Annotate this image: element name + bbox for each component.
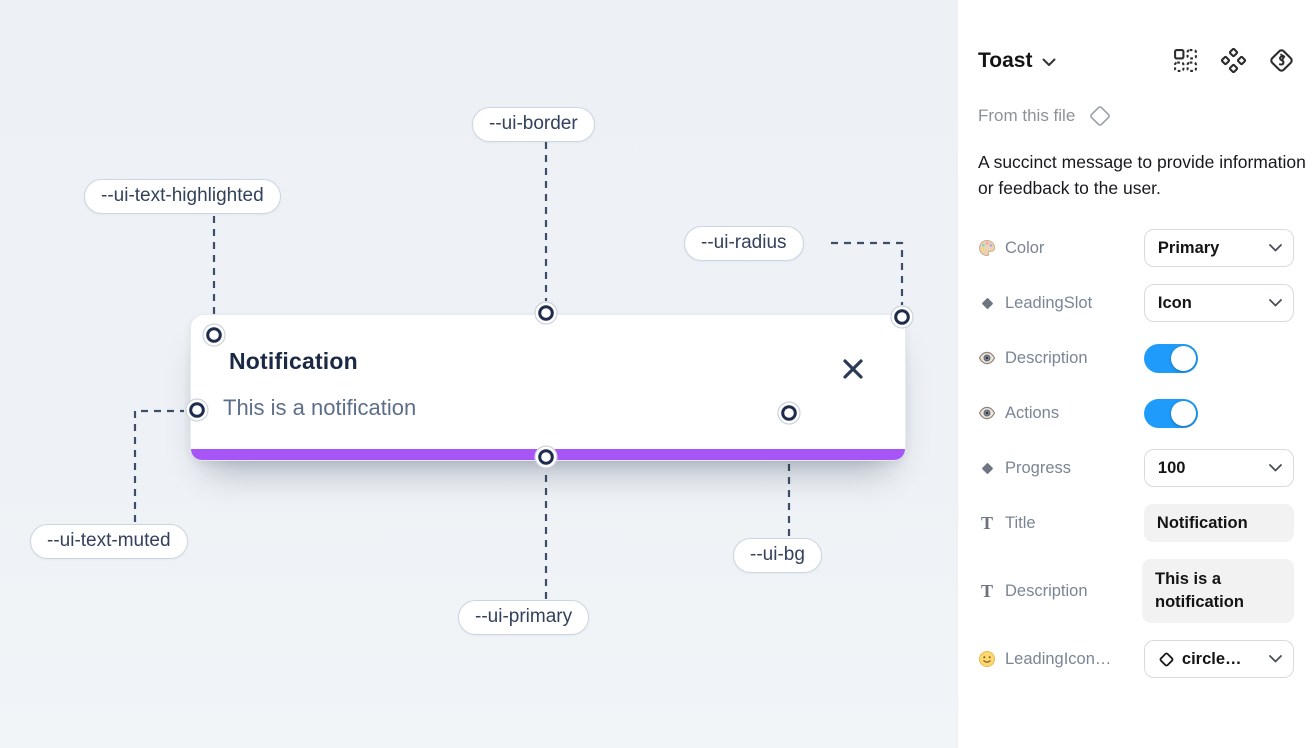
prop-label-progress: Progress — [1005, 458, 1072, 477]
component-name[interactable]: Toast — [978, 48, 1033, 72]
toast-description: This is a notification — [223, 395, 417, 420]
progress-select[interactable]: 100 — [1143, 449, 1294, 487]
prop-row-title: T Title Notification — [978, 504, 1294, 542]
eye-icon — [978, 404, 996, 422]
description-toggle[interactable] — [1143, 343, 1198, 373]
prop-label-leadingslot: LeadingSlot — [1005, 293, 1093, 312]
prop-row-description-text: T Description This is a notification — [978, 559, 1294, 623]
prop-label-description-text: Description — [1005, 581, 1088, 600]
token-pill-ui-radius[interactable]: --ui-radius — [684, 226, 804, 261]
prop-row-description-toggle: Description — [978, 339, 1294, 377]
connector-text-muted — [133, 409, 184, 522]
toast-component[interactable]: Notification This is a notification — [190, 314, 906, 461]
component-description: A succinct message to provide informatio… — [978, 152, 1306, 198]
storybook-icon[interactable] — [1269, 48, 1294, 73]
prop-row-progress: Progress 100 — [978, 449, 1294, 487]
toast-progress-bar — [191, 449, 905, 460]
component-icon[interactable] — [1221, 48, 1246, 73]
token-pill-ui-border[interactable]: --ui-border — [472, 107, 595, 142]
prop-row-leadingslot: LeadingSlot Icon — [978, 284, 1294, 322]
text-icon: T — [980, 513, 993, 533]
smiley-icon — [978, 650, 996, 668]
chevron-down-icon — [1269, 299, 1282, 307]
prop-label-leadingicon: LeadingIcon… — [1005, 649, 1112, 668]
instance-grid-icon[interactable] — [1173, 48, 1198, 73]
diamond-icon — [978, 459, 996, 477]
source-row: From this file — [978, 103, 1294, 129]
leadingicon-select-value: circle… — [1181, 649, 1242, 668]
chevron-down-icon[interactable] — [1042, 58, 1056, 67]
token-pill-ui-text-highlighted[interactable]: --ui-text-highlighted — [84, 179, 281, 214]
title-input[interactable]: Notification — [1143, 504, 1294, 542]
diamond-outline-icon — [1159, 652, 1174, 666]
prop-label-color: Color — [1005, 238, 1045, 257]
chevron-down-icon — [1269, 464, 1282, 472]
panel-header: Toast — [978, 48, 1294, 73]
palette-icon — [978, 239, 996, 257]
actions-toggle[interactable] — [1143, 398, 1198, 428]
prop-row-color: Color Primary — [978, 229, 1294, 267]
leadingicon-select[interactable]: circle… — [1143, 640, 1294, 678]
close-icon[interactable] — [841, 357, 865, 381]
token-pill-ui-bg[interactable]: --ui-bg — [733, 538, 822, 573]
token-pill-ui-primary[interactable]: --ui-primary — [458, 600, 590, 635]
prop-row-leadingicon: LeadingIcon… circle… — [978, 640, 1294, 678]
chevron-down-icon — [1269, 655, 1282, 663]
diamond-outline-icon — [1090, 106, 1111, 126]
description-input[interactable]: This is a notification — [1142, 559, 1294, 623]
token-pill-ui-text-muted[interactable]: --ui-text-muted — [30, 524, 188, 559]
prop-label-description: Description — [1005, 348, 1088, 367]
chevron-down-icon — [1269, 244, 1282, 252]
progress-select-value: 100 — [1157, 458, 1186, 477]
prop-label-title: Title — [1005, 513, 1036, 532]
connector-radius — [831, 241, 904, 305]
color-select-value: Primary — [1157, 238, 1220, 257]
text-icon: T — [980, 581, 993, 601]
leadingslot-select[interactable]: Icon — [1143, 284, 1294, 322]
color-select[interactable]: Primary — [1143, 229, 1294, 267]
properties-panel: Toast — [957, 0, 1312, 748]
prop-row-actions-toggle: Actions — [978, 394, 1294, 432]
toast-title: Notification — [229, 348, 358, 374]
design-canvas[interactable]: --ui-text-highlighted --ui-border --ui-r… — [0, 0, 957, 748]
eye-icon — [978, 349, 996, 367]
prop-label-actions: Actions — [1005, 403, 1060, 422]
leadingslot-select-value: Icon — [1157, 293, 1192, 312]
diamond-icon — [978, 294, 996, 312]
source-label: From this file — [978, 106, 1076, 125]
